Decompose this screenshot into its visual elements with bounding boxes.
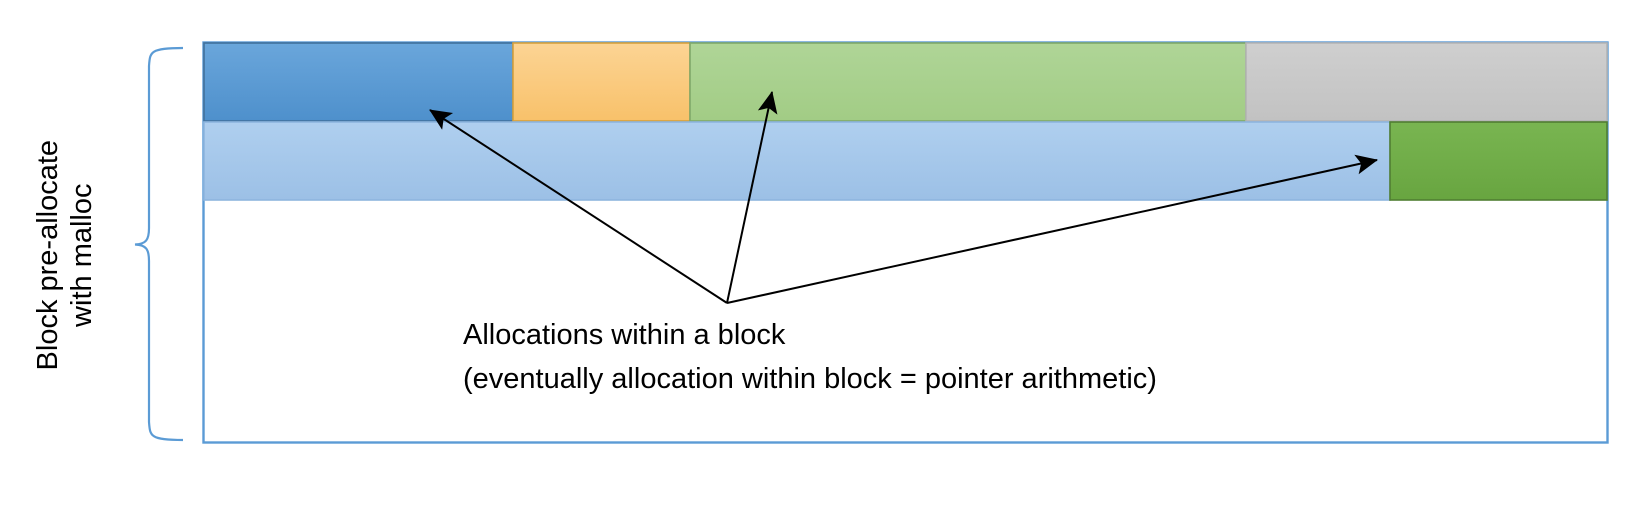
allocation-orange[interactable] (512, 42, 691, 122)
allocation-darkgreen[interactable] (1389, 121, 1608, 201)
free-space-gray[interactable] (1245, 42, 1608, 122)
left-curly-brace (134, 46, 184, 442)
caption-line-2: (eventually allocation within block = po… (463, 362, 1157, 395)
callout-arrows (429, 91, 1378, 304)
allocation-row-1 (203, 42, 1608, 122)
allocation-green[interactable] (689, 42, 1247, 122)
caption: Allocations within a block (eventually a… (463, 314, 1157, 401)
arrow-to-green-allocation (726, 91, 778, 304)
arrow-to-blue-allocation (429, 109, 728, 304)
allocation-lightblue[interactable] (203, 121, 1391, 201)
allocation-row-2 (203, 121, 1608, 201)
allocation-blue[interactable] (203, 42, 514, 122)
arrow-to-darkgreen-allocation (726, 154, 1378, 304)
caption-line-1: Allocations within a block (463, 319, 786, 351)
